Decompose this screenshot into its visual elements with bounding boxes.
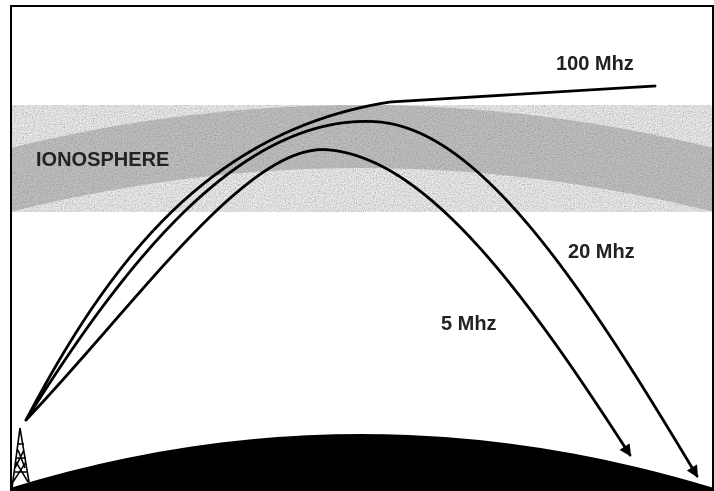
ray-20mhz bbox=[24, 119, 699, 478]
transmitter-tower-icon bbox=[11, 427, 31, 489]
ray-5mhz bbox=[24, 148, 632, 457]
ray-label-20mhz: 20 Mhz bbox=[568, 241, 635, 263]
ray-100mhz bbox=[24, 84, 657, 422]
ray-label-5mhz: 5 Mhz bbox=[441, 313, 497, 335]
ray-label-100mhz: 100 Mhz bbox=[556, 53, 634, 75]
ionosphere-label: IONOSPHERE bbox=[36, 149, 169, 171]
diagram-border bbox=[10, 5, 714, 491]
earth-ground bbox=[10, 434, 714, 491]
